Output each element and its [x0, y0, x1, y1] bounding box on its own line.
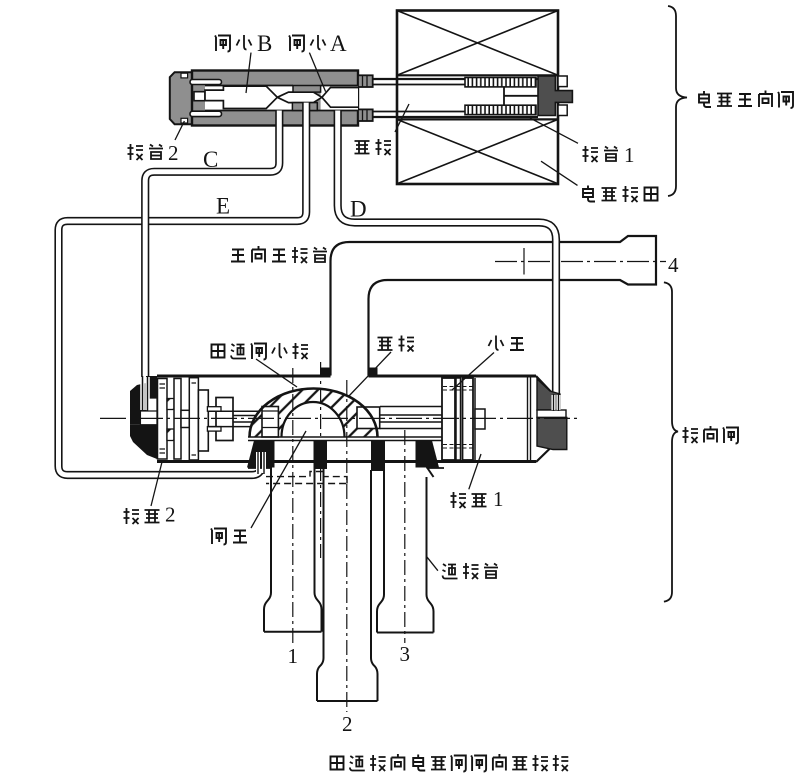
- svg-text:1: 1: [288, 644, 299, 668]
- svg-text:2: 2: [168, 141, 179, 165]
- svg-text:E: E: [216, 194, 230, 219]
- svg-text:4: 4: [668, 253, 679, 277]
- svg-text:A: A: [330, 31, 347, 56]
- svg-text:1: 1: [493, 487, 504, 511]
- svg-text:C: C: [203, 147, 218, 172]
- svg-text:D: D: [350, 197, 367, 222]
- svg-text:3: 3: [400, 642, 411, 666]
- svg-text:2: 2: [342, 712, 353, 736]
- svg-text:1: 1: [624, 143, 635, 167]
- svg-text:B: B: [257, 31, 272, 56]
- svg-text:2: 2: [165, 503, 176, 527]
